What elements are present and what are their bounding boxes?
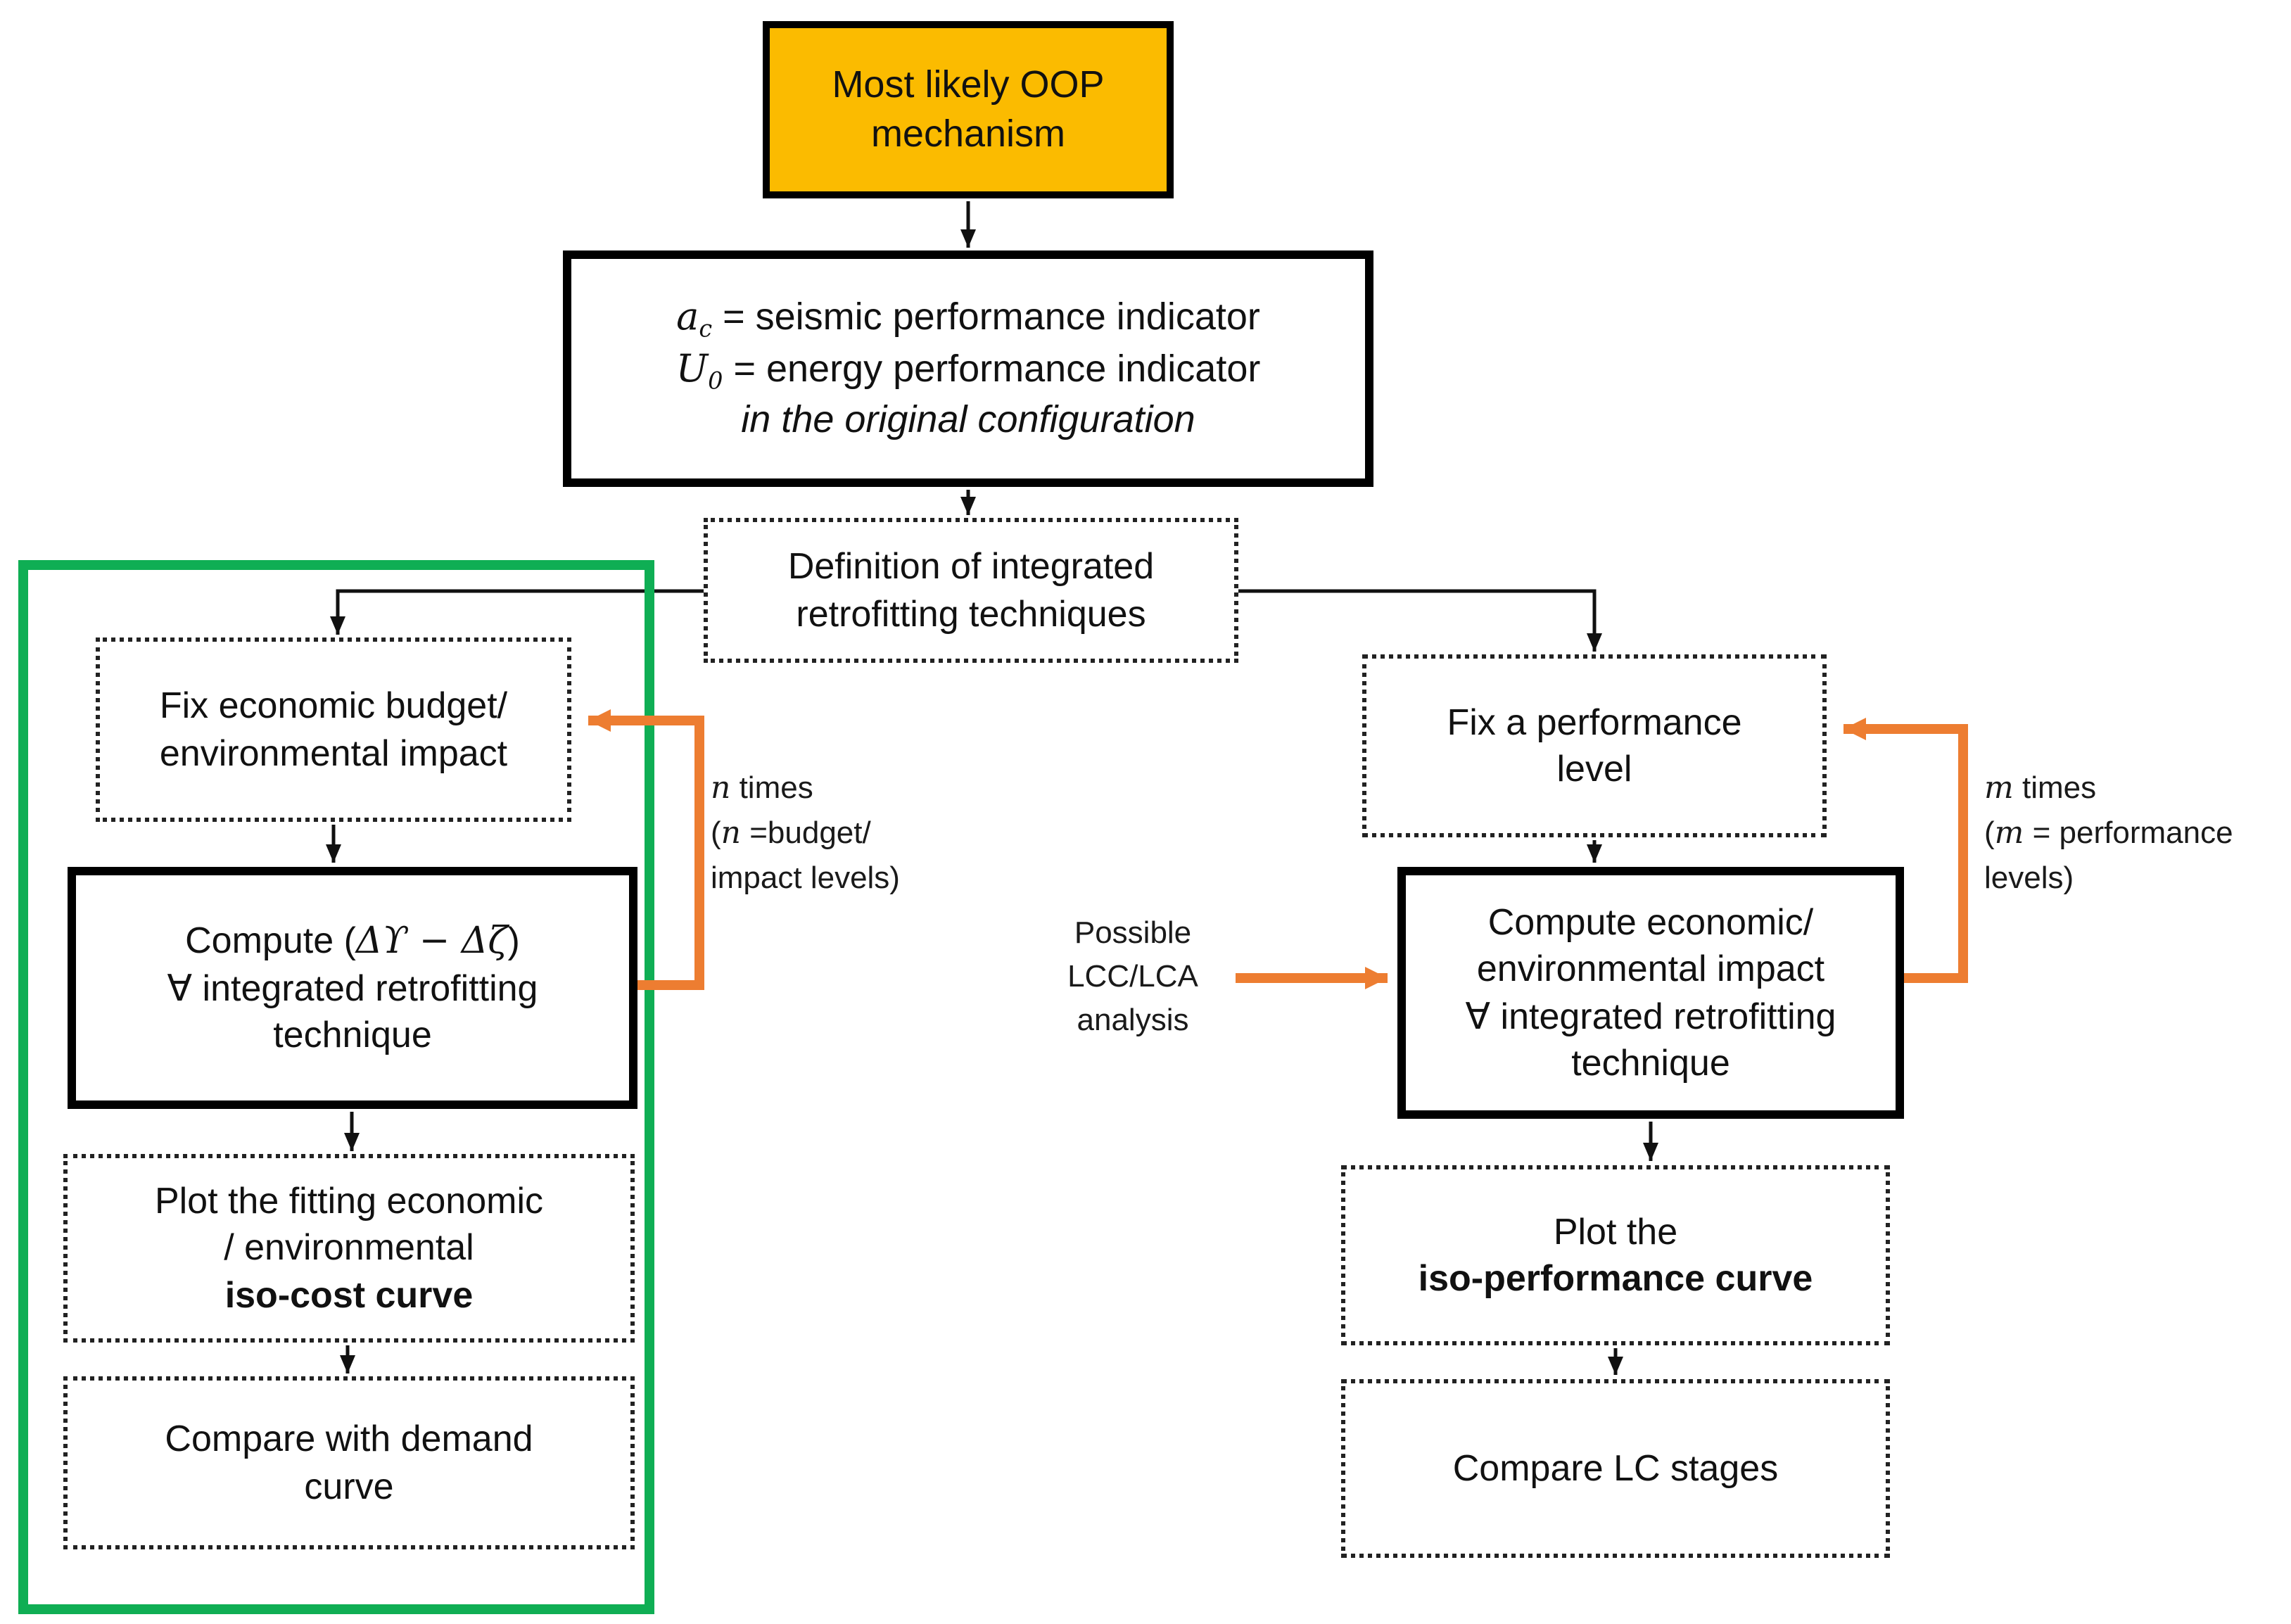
node-compute-delta: Compute (Δϒ − Δζ)∀ integrated retrofitti…	[68, 867, 637, 1109]
loop-label-n-times: n times(n =budget/impact levels)	[711, 770, 900, 895]
arrow-definition-to-fix-performance	[1238, 589, 1602, 652]
node-compare-lc-stages: Compare LC stages	[1341, 1379, 1890, 1558]
node-fix-economic-budget: Fix economic budget/environmental impact	[96, 637, 571, 822]
node-plot-iso-cost-curve: Plot the fitting economic/ environmental…	[63, 1154, 635, 1343]
arrow-definition-to-fix-budget	[330, 589, 704, 635]
node-compute-impact: Compute economic/environmental impact∀ i…	[1397, 867, 1904, 1119]
